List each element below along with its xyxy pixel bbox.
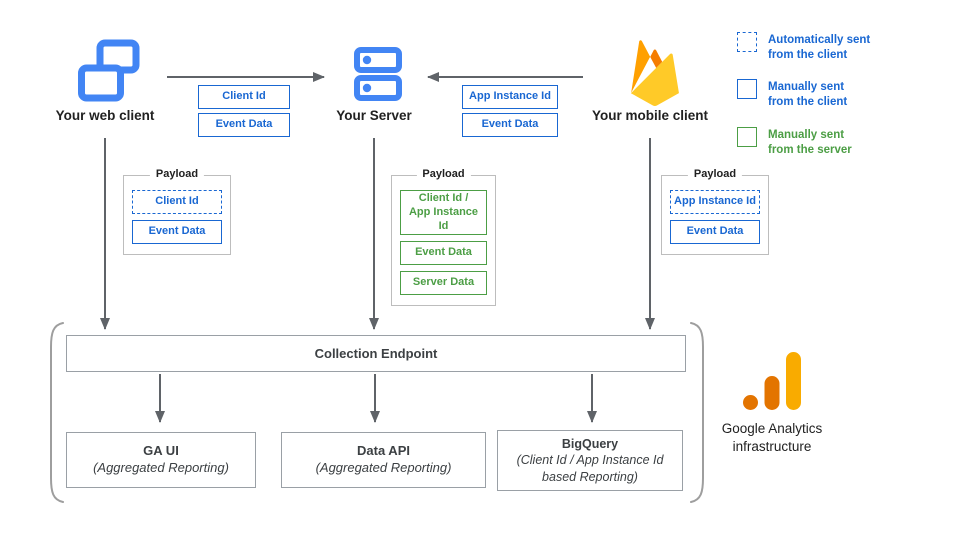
infrastructure-caption: Google Analytics infrastructure (721, 421, 823, 455)
flow-tag-app-instance-id: App Instance Id (462, 85, 558, 109)
legend-label: Automatically sent from the client (768, 34, 871, 61)
flow-tag-event-data: Event Data (462, 113, 558, 137)
payload-title: Payload (416, 168, 471, 180)
payload-item-client-or-app-instance-id: Client Id / App Instance Id (400, 190, 487, 236)
payload-item-event-data: Event Data (132, 220, 222, 244)
output-title: GA UI (143, 443, 179, 459)
payload-item-event-data: Event Data (400, 241, 487, 266)
output-subtitle: (Aggregated Reporting) (315, 460, 452, 475)
payload-item-client-id: Client Id (132, 190, 222, 214)
output-subtitle: (Aggregated Reporting) (93, 460, 229, 475)
output-subtitle: (Client Id / App Instance Id based Repor… (516, 453, 664, 484)
google-analytics-logo-icon (742, 350, 802, 417)
flow-tag-event-data: Event Data (198, 113, 290, 137)
legend-label: Manually sent from the client (768, 81, 848, 109)
legend-label: Manually sent from the server (768, 128, 852, 156)
payload-title: Payload (687, 168, 743, 180)
mobile-client-label: Your mobile client (591, 108, 708, 123)
web-to-server-tags: Client Id Event Data (198, 85, 290, 137)
mobile-to-server-tags: App Instance Id Event Data (462, 85, 558, 137)
legend-item: Automatically sent from the client (737, 32, 870, 62)
web-client-label: Your web client (55, 108, 155, 123)
bigquery-box: BigQuery (Client Id / App Instance Id ba… (497, 430, 683, 491)
web-payload: Payload Client Id Event Data (123, 168, 231, 255)
right-bracket (690, 322, 704, 503)
web-client-icon (77, 38, 141, 109)
legend-item: Manually sent from the server (737, 126, 870, 157)
legend: Automatically sent from the client Manua… (737, 32, 870, 174)
payload-item-event-data: Event Data (670, 220, 760, 244)
firebase-icon (629, 40, 681, 111)
data-api-box: Data API (Aggregated Reporting) (281, 432, 486, 488)
mobile-payload: Payload App Instance Id Event Data (661, 168, 769, 255)
output-title: BigQuery (561, 437, 619, 452)
output-title: Data API (357, 443, 410, 459)
collection-endpoint-box: Collection Endpoint (66, 335, 686, 372)
dashed-blue-swatch-icon (737, 32, 757, 52)
left-bracket (50, 322, 64, 503)
legend-item: Manually sent from the client (737, 79, 870, 109)
ga-ui-box: GA UI (Aggregated Reporting) (66, 432, 256, 488)
solid-blue-swatch-icon (737, 79, 757, 100)
payload-item-app-instance-id: App Instance Id (670, 190, 760, 214)
flow-tag-client-id: Client Id (198, 85, 290, 109)
server-label: Your Server (336, 108, 412, 123)
payload-item-server-data: Server Data (400, 271, 487, 296)
server-payload: Payload Client Id / App Instance Id Even… (391, 168, 496, 307)
server-icon (354, 47, 402, 108)
payload-title: Payload (149, 168, 205, 180)
solid-green-swatch-icon (737, 126, 757, 147)
